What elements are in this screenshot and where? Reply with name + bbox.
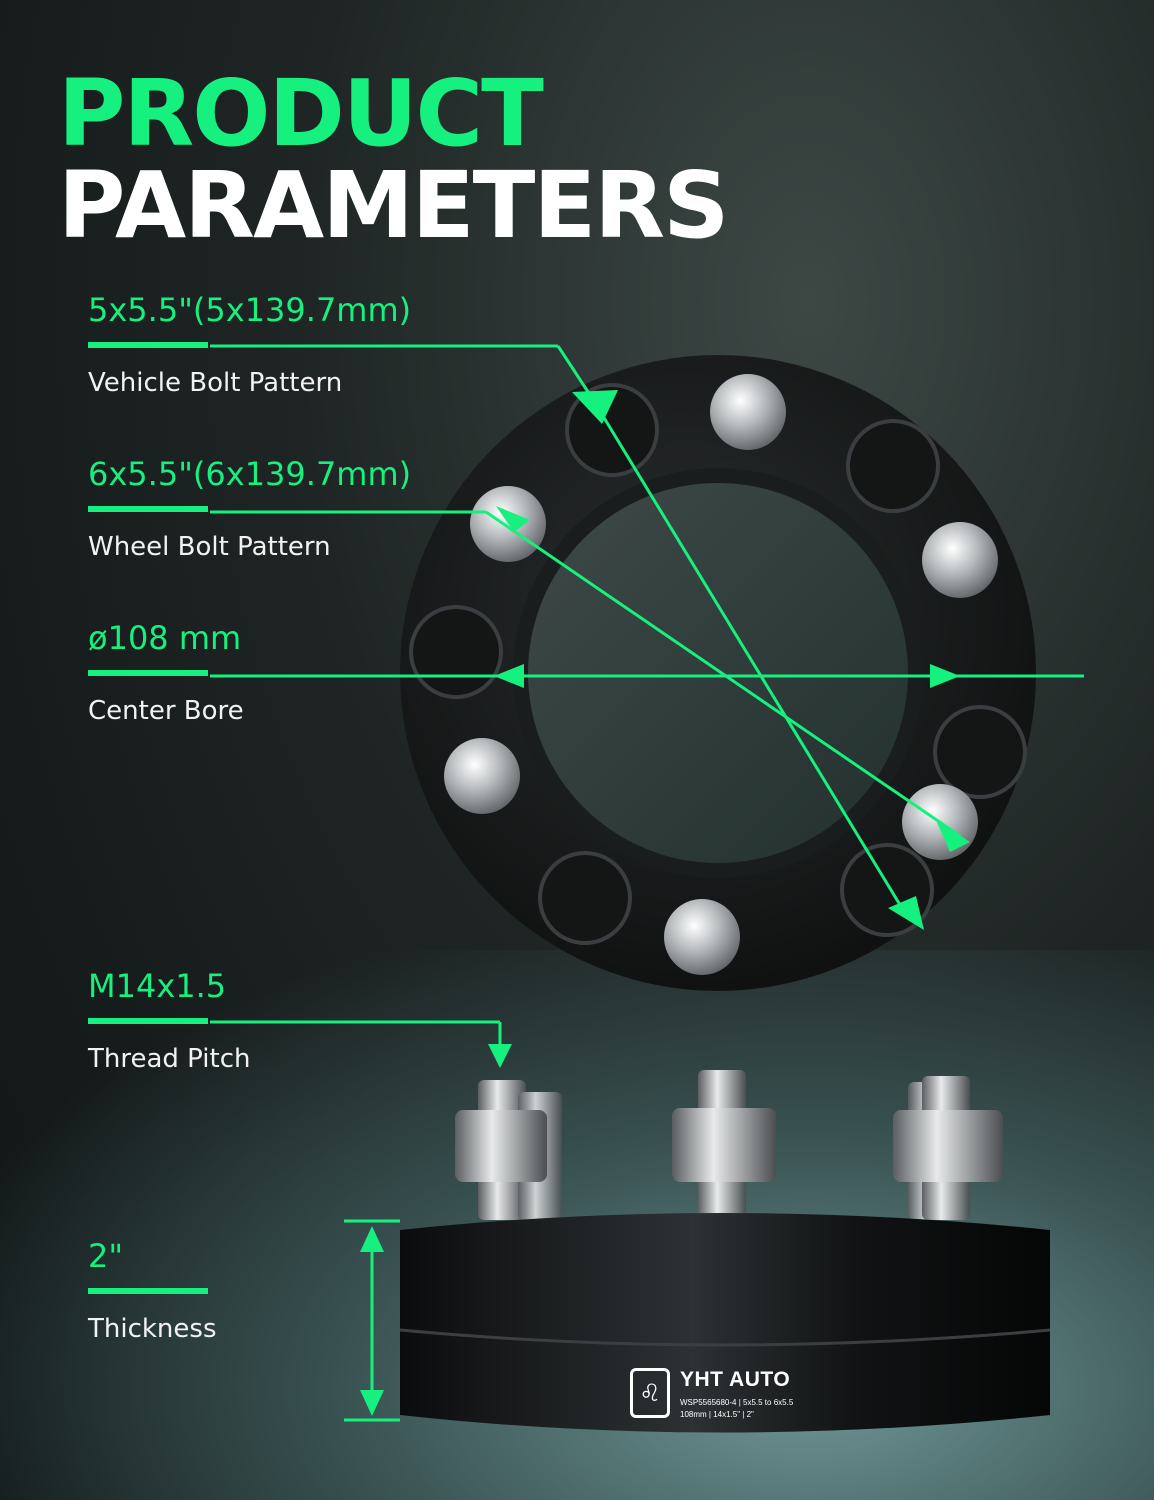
- param-divider: [88, 506, 208, 512]
- brand-plate: ♌ YHT AUTO WSP5565680-4 | 5x5.5 to 6x5.5…: [630, 1366, 840, 1426]
- param-thread-pitch: M14x1.5 Thread Pitch: [88, 970, 250, 1072]
- param-label: Thread Pitch: [88, 1044, 251, 1074]
- param-value: 6x5.5"(6x139.7mm): [88, 455, 412, 493]
- param-label: Vehicle Bolt Pattern: [88, 368, 343, 398]
- title-line-1: PRODUCT: [58, 60, 544, 167]
- param-vehicle-bolt-pattern: 5x5.5"(5x139.7mm) Vehicle Bolt Pattern: [88, 294, 411, 396]
- param-label: Center Bore: [88, 696, 244, 726]
- lion-head-icon: ♌: [630, 1368, 670, 1418]
- param-divider: [88, 1018, 208, 1024]
- param-wheel-bolt-pattern: 6x5.5"(6x139.7mm) Wheel Bolt Pattern: [88, 458, 411, 560]
- brand-name: YHT AUTO: [680, 1368, 791, 1391]
- param-label: Wheel Bolt Pattern: [88, 532, 331, 562]
- param-value: ø108 mm: [88, 619, 242, 657]
- brand-specs: 108mm | 14x1.5" | 2": [680, 1410, 754, 1419]
- param-thickness: 2" Thickness: [88, 1240, 217, 1342]
- title-line-2: PARAMETERS: [58, 152, 729, 259]
- param-value: 2": [88, 1237, 124, 1275]
- param-label: Thickness: [88, 1314, 217, 1344]
- brand-part-number: WSP5565680-4 | 5x5.5 to 6x5.5: [680, 1398, 794, 1407]
- param-divider: [88, 1288, 208, 1294]
- param-center-bore: ø108 mm Center Bore: [88, 622, 244, 724]
- dimension-guides: [210, 344, 1084, 1422]
- spacer-side-view: [399, 1070, 1051, 1433]
- param-value: M14x1.5: [88, 967, 227, 1005]
- param-value: 5x5.5"(5x139.7mm): [88, 291, 412, 329]
- param-divider: [88, 342, 208, 348]
- param-divider: [88, 670, 208, 676]
